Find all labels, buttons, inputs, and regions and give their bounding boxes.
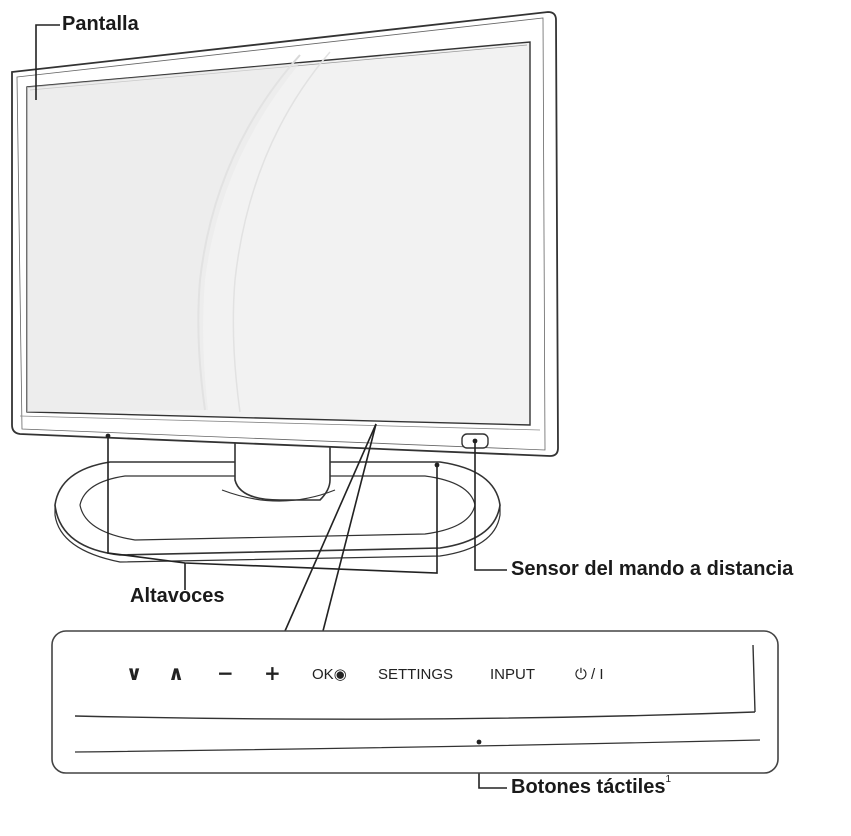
screen-label: Pantalla (62, 13, 139, 35)
volume-down-button[interactable]: − (217, 661, 234, 685)
touch-buttons-dot (476, 739, 482, 745)
leader-lines (35, 24, 507, 789)
remote-sensor-label: Sensor del mando a distancia (511, 558, 794, 580)
touch-buttons-footnote: 1 (665, 774, 672, 785)
down-button[interactable]: ∨ (126, 661, 143, 685)
stand-neck (221, 440, 336, 502)
input-button[interactable]: INPUT (490, 666, 535, 683)
settings-button[interactable]: SETTINGS (378, 666, 454, 683)
up-button[interactable]: ∧ (168, 661, 185, 685)
touch-buttons-label: Botones táctiles1 (511, 774, 672, 798)
speakers-label: Altavoces (130, 585, 225, 607)
ok-button[interactable]: OK◉ (312, 666, 347, 683)
volume-up-button[interactable]: + (264, 661, 281, 685)
touch-buttons-label-text: Botones táctiles (511, 776, 666, 798)
monitor-bezel (11, 11, 559, 457)
touch-panel-zoom (51, 630, 779, 774)
power-button[interactable]: ⏻ / I (575, 666, 604, 683)
